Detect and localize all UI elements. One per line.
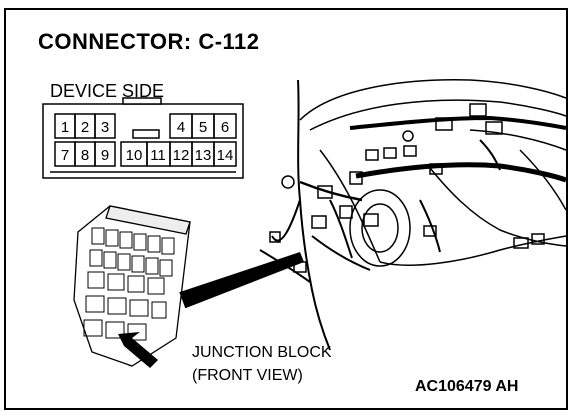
pin-label: 8 [81,147,89,164]
pin-label: 11 [150,147,166,164]
pin-label: 13 [195,147,212,164]
device-side-label: DEVICE SIDE [50,81,165,101]
pin-label: 10 [126,147,143,164]
connector-key [132,129,160,139]
pin-label: 7 [61,147,69,164]
dashboard-harness [259,79,567,351]
pin-label: 4 [177,119,185,136]
figure-id: AC106479 AH [415,378,519,395]
pin-label: 12 [173,147,190,164]
connector-c112-location [127,323,147,341]
pin-label: 2 [81,119,89,136]
pin-label: 3 [101,119,109,136]
pin-label: 14 [217,147,234,164]
pin-label: 6 [221,119,229,136]
diagram-frame [4,8,568,410]
caption-line-1: JUNCTION BLOCK [192,344,332,361]
connector-housing [42,103,244,179]
pin-label: 9 [101,147,109,164]
connector-face [42,97,244,179]
caption-line-2: (FRONT VIEW) [192,367,303,384]
connector-latch [122,97,162,105]
junction-block [73,205,191,367]
callout-beam [179,252,304,309]
location-arrow [118,332,158,368]
pin-label: 1 [61,119,69,136]
connector-pin-labels: 1 2 3 4 5 6 7 8 9 10 11 12 13 14 [61,119,234,164]
connector-title: CONNECTOR: C-112 [38,29,260,54]
pin-label: 5 [199,119,207,136]
